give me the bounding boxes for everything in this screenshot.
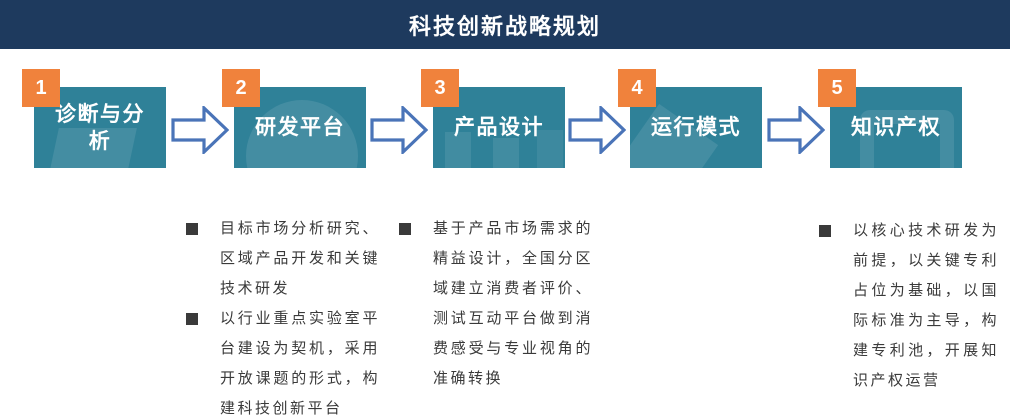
step-label: 产品设计: [454, 116, 544, 139]
notes-under-step-2: 目标市场分析研究、区域产品开发和关键技术研发 以行业重点实验室平台建设为契机，采…: [186, 214, 380, 419]
flow-arrow-icon: [767, 106, 825, 154]
step-label: 诊断与分析: [55, 102, 145, 153]
header: 科技创新战略规划: [0, 0, 1010, 49]
process-step-2: 2 研发平台: [222, 69, 368, 168]
bullet-list: 目标市场分析研究、区域产品开发和关键技术研发 以行业重点实验室平台建设为契机，采…: [186, 214, 380, 419]
step-box: 诊断与分析: [34, 87, 166, 168]
bullet-item: 以行业重点实验室平台建设为契机，采用开放课题的形式，构建科技创新平台: [186, 304, 380, 419]
flow-arrow-icon: [171, 106, 229, 154]
step-number-badge: 3: [421, 69, 459, 107]
bullet-item: 以核心技术研发为前提，以关键专利占位为基础，以国际标准为主导，构建专利池，开展知…: [819, 216, 999, 396]
step-box: 研发平台: [234, 87, 366, 168]
page-title: 科技创新战略规划: [408, 13, 601, 39]
step-number-badge: 1: [22, 69, 60, 107]
bullet-list: 基于产品市场需求的精益设计，全国分区域建立消费者评价、测试互动平台做到消费感受与…: [399, 214, 593, 394]
watermark-shape: [830, 87, 962, 168]
step-label: 知识产权: [851, 116, 941, 139]
watermark-shape: [234, 87, 366, 168]
process-step-5: 5 知识产权: [818, 69, 964, 168]
process-step-3: 3 产品设计: [421, 69, 567, 168]
notes-under-step-5: 以核心技术研发为前提，以关键专利占位为基础，以国际标准为主导，构建专利池，开展知…: [819, 216, 999, 396]
notes-under-step-3: 基于产品市场需求的精益设计，全国分区域建立消费者评价、测试互动平台做到消费感受与…: [399, 214, 593, 394]
step-label: 研发平台: [255, 116, 345, 139]
step-number-badge: 2: [222, 69, 260, 107]
process-step-1: 1 诊断与分析: [22, 69, 168, 168]
step-box: 产品设计: [433, 87, 565, 168]
bullet-item: 目标市场分析研究、区域产品开发和关键技术研发: [186, 214, 380, 304]
flow-arrow-icon: [568, 106, 626, 154]
bullet-item: 基于产品市场需求的精益设计，全国分区域建立消费者评价、测试互动平台做到消费感受与…: [399, 214, 593, 394]
step-number-badge: 4: [618, 69, 656, 107]
watermark-shape: [433, 87, 565, 168]
flow-arrow-icon: [370, 106, 428, 154]
step-number-badge: 5: [818, 69, 856, 107]
bullet-list: 以核心技术研发为前提，以关键专利占位为基础，以国际标准为主导，构建专利池，开展知…: [819, 216, 999, 396]
step-label: 运行模式: [651, 116, 741, 139]
process-step-4: 4 运行模式: [618, 69, 764, 168]
